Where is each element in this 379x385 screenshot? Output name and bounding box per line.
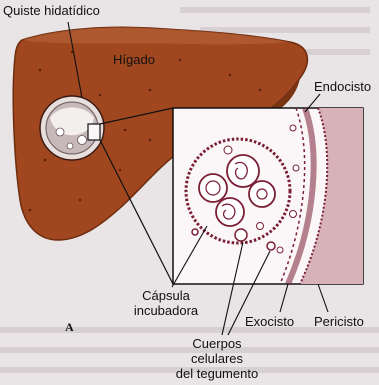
- tegument-label-line3: del tegumento: [162, 366, 272, 381]
- endocyst-label: Endocisto: [314, 79, 371, 94]
- tegument-label-line2: celulares: [162, 351, 272, 366]
- brood-capsule-label-line2: incubadora: [124, 303, 208, 318]
- panel-letter: A: [65, 320, 74, 335]
- brood-capsule-label: Cápsula incubadora: [124, 288, 208, 318]
- brood-capsule-label-line1: Cápsula: [124, 288, 208, 303]
- brood-capsule: [186, 139, 290, 243]
- pericyst-label: Pericisto: [314, 314, 364, 329]
- tegument-bodies-label: Cuerpos celulares del tegumento: [162, 336, 272, 381]
- liver-label: Hígado: [113, 52, 155, 67]
- cyst-label: Quiste hidatídico: [3, 3, 100, 18]
- exocyst-label: Exocisto: [245, 314, 294, 329]
- tegument-label-line1: Cuerpos: [162, 336, 272, 351]
- cyst-sphere: [40, 96, 104, 160]
